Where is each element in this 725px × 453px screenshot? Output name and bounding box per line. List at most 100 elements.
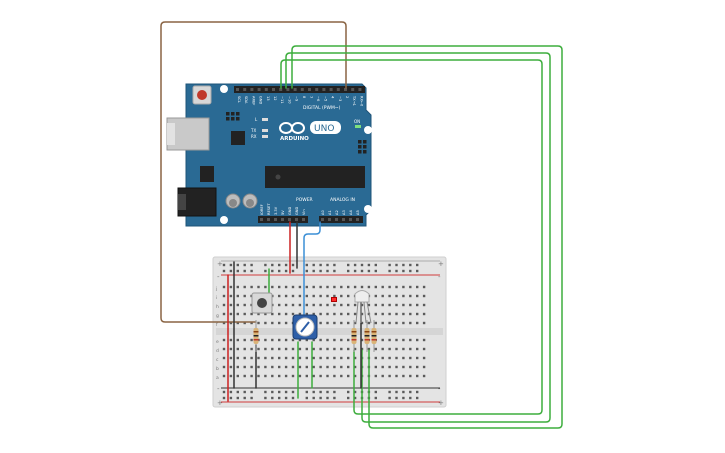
breadboard-hole[interactable] [409, 338, 412, 342]
breadboard-hole[interactable] [312, 347, 315, 351]
breadboard-hole[interactable] [388, 347, 391, 351]
breadboard-hole[interactable] [402, 294, 405, 298]
breadboard-hole[interactable] [333, 312, 336, 316]
breadboard-hole[interactable] [257, 285, 260, 289]
rail-hole[interactable] [319, 269, 322, 273]
rail-hole[interactable] [278, 269, 281, 273]
breadboard-hole[interactable] [347, 294, 350, 298]
power-pin-socket[interactable] [274, 218, 277, 221]
wire-green-pin11[interactable] [280, 59, 543, 415]
breadboard-hole[interactable] [264, 347, 267, 351]
breadboard-hole[interactable] [422, 347, 426, 351]
rail-hole[interactable] [291, 269, 295, 273]
breadboard-hole[interactable] [360, 285, 364, 289]
breadboard-hole[interactable] [388, 312, 391, 316]
breadboard-hole[interactable] [326, 312, 329, 316]
breadboard-hole[interactable] [416, 347, 419, 351]
rail-hole[interactable] [416, 390, 419, 394]
analog-pin-socket[interactable] [356, 218, 359, 221]
breadboard-hole[interactable] [353, 347, 357, 351]
breadboard-hole[interactable] [381, 303, 384, 307]
rail-hole[interactable] [250, 263, 253, 267]
breadboard-hole[interactable] [388, 285, 391, 289]
breadboard-hole[interactable] [284, 374, 288, 378]
analog-pin-socket[interactable] [349, 218, 352, 221]
digital-pin-socket[interactable] [351, 88, 355, 91]
breadboard-hole[interactable] [312, 294, 315, 298]
breadboard-hole[interactable] [312, 303, 315, 307]
breadboard-hole[interactable] [271, 347, 274, 351]
breadboard-hole[interactable] [347, 356, 350, 360]
breadboard-hole[interactable] [409, 285, 412, 289]
breadboard-hole[interactable] [409, 374, 412, 378]
analog-pin-socket[interactable] [342, 218, 345, 221]
breadboard-hole[interactable] [243, 347, 246, 351]
breadboard-hole[interactable] [243, 365, 246, 369]
breadboard-hole[interactable] [381, 347, 384, 351]
breadboard-hole[interactable] [278, 365, 281, 369]
rail-hole[interactable] [312, 396, 315, 400]
rail-hole[interactable] [222, 263, 226, 267]
breadboard-hole[interactable] [347, 365, 350, 369]
digital-pin-socket[interactable] [308, 88, 311, 91]
breadboard-hole[interactable] [381, 294, 384, 298]
breadboard-hole[interactable] [250, 285, 253, 289]
breadboard-hole[interactable] [402, 338, 405, 342]
breadboard-hole[interactable] [395, 303, 398, 307]
breadboard-hole[interactable] [229, 374, 233, 378]
breadboard-hole[interactable] [222, 356, 226, 360]
breadboard-hole[interactable] [340, 321, 343, 325]
rail-hole[interactable] [291, 396, 295, 400]
rail-hole[interactable] [395, 263, 398, 267]
breadboard-hole[interactable] [416, 374, 419, 378]
breadboard-hole[interactable] [222, 338, 226, 342]
breadboard-hole[interactable] [326, 321, 329, 325]
rail-hole[interactable] [271, 396, 274, 400]
rail-hole[interactable] [291, 390, 295, 394]
breadboard-hole[interactable] [402, 356, 405, 360]
wire-brown-pin2-to-button[interactable] [160, 21, 347, 323]
breadboard-hole[interactable] [291, 285, 295, 289]
breadboard-hole[interactable] [271, 356, 274, 360]
breadboard-hole[interactable] [264, 321, 267, 325]
breadboard-hole[interactable] [333, 285, 336, 289]
breadboard-hole[interactable] [278, 347, 281, 351]
breadboard-hole[interactable] [422, 338, 426, 342]
breadboard-hole[interactable] [340, 347, 343, 351]
breadboard-hole[interactable] [291, 294, 295, 298]
breadboard-hole[interactable] [319, 347, 322, 351]
breadboard-hole[interactable] [229, 303, 233, 307]
breadboard-hole[interactable] [257, 312, 260, 316]
breadboard-hole[interactable] [312, 374, 315, 378]
digital-pin-socket[interactable] [322, 88, 326, 91]
power-pin-socket[interactable] [288, 218, 291, 221]
breadboard-hole[interactable] [284, 347, 288, 351]
breadboard-hole[interactable] [381, 356, 384, 360]
breadboard-hole[interactable] [409, 365, 412, 369]
breadboard-hole[interactable] [264, 365, 267, 369]
rail-hole[interactable] [388, 390, 391, 394]
breadboard-hole[interactable] [395, 374, 398, 378]
breadboard-hole[interactable] [416, 312, 419, 316]
breadboard-hole[interactable] [298, 347, 302, 351]
breadboard-hole[interactable] [222, 303, 226, 307]
rail-hole[interactable] [312, 269, 315, 273]
breadboard-hole[interactable] [271, 285, 274, 289]
breadboard-hole[interactable] [257, 321, 260, 325]
breadboard-hole[interactable] [236, 285, 239, 289]
breadboard-hole[interactable] [229, 356, 233, 360]
rail-hole[interactable] [305, 269, 308, 273]
breadboard-hole[interactable] [353, 321, 357, 325]
breadboard-hole[interactable] [422, 294, 426, 298]
breadboard-hole[interactable] [347, 321, 350, 325]
rail-hole[interactable] [243, 269, 246, 273]
rail-hole[interactable] [278, 263, 281, 267]
breadboard-hole[interactable] [284, 312, 288, 316]
rail-hole[interactable] [319, 390, 322, 394]
rail-hole[interactable] [305, 396, 308, 400]
breadboard-hole[interactable] [264, 312, 267, 316]
rail-hole[interactable] [229, 269, 233, 273]
rail-hole[interactable] [264, 269, 267, 273]
breadboard-hole[interactable] [388, 294, 391, 298]
analog-pin-socket[interactable] [335, 218, 338, 221]
